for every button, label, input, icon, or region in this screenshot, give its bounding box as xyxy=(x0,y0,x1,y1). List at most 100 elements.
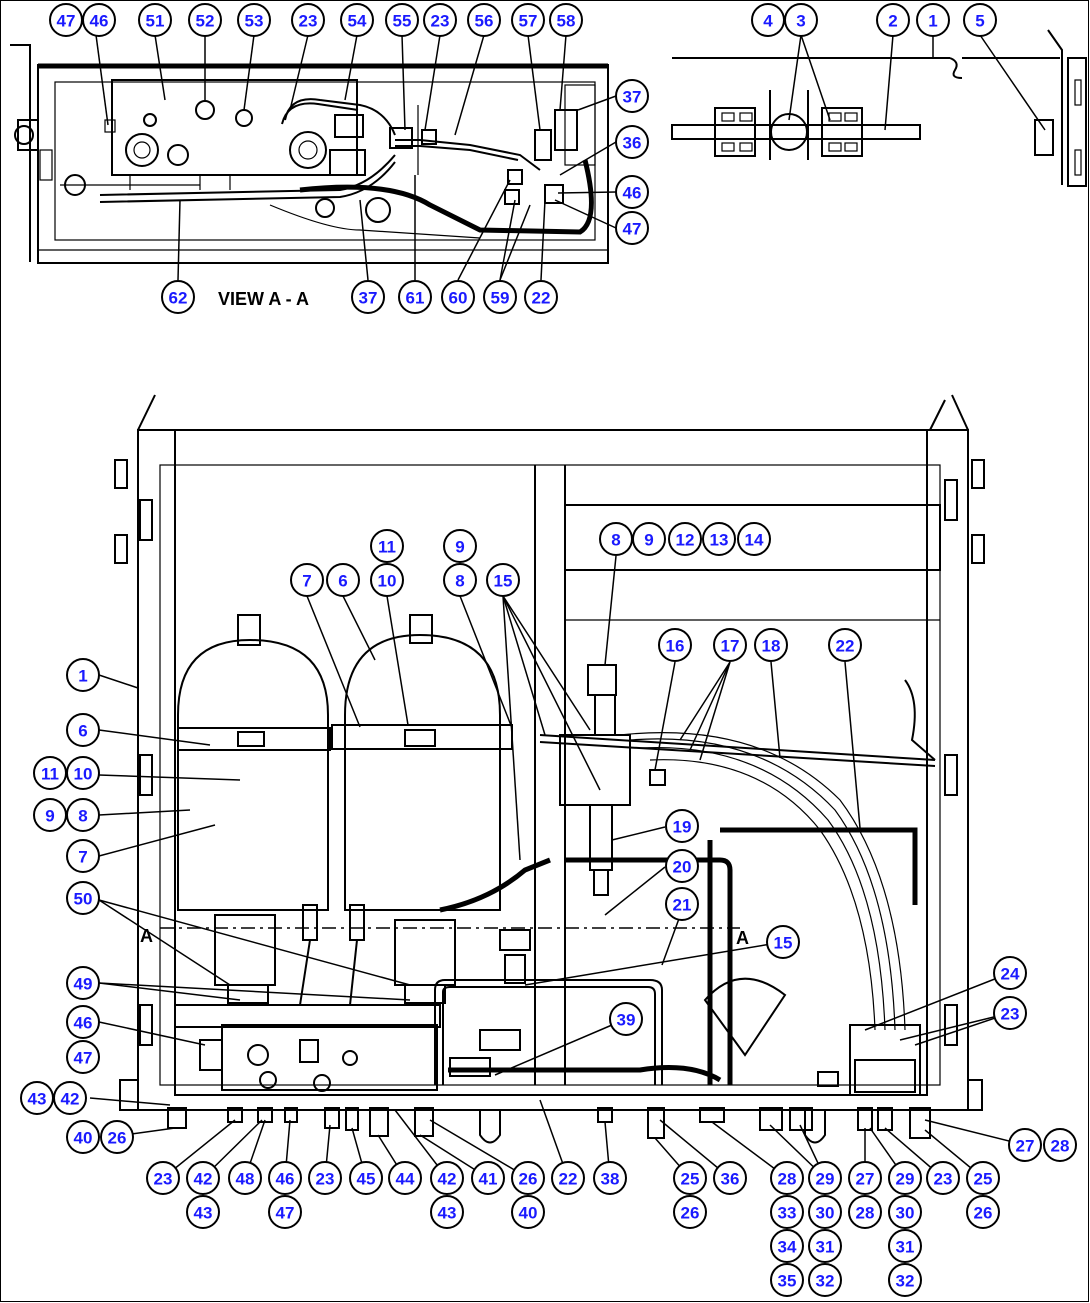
callout-49: 49 xyxy=(66,966,100,1000)
callout-number: 45 xyxy=(357,1170,376,1189)
callout-5: 5 xyxy=(963,3,997,37)
callout-number: 43 xyxy=(194,1204,213,1223)
callout-number: 15 xyxy=(774,934,793,953)
callout-60: 60 xyxy=(441,280,475,314)
callout-bubble xyxy=(82,3,116,37)
callout-44: 44 xyxy=(388,1161,422,1195)
callout-number: 26 xyxy=(974,1204,993,1223)
callout-bubble xyxy=(146,1161,180,1195)
callout-bubble xyxy=(593,1161,627,1195)
callout-bubble xyxy=(66,881,100,915)
callout-37: 37 xyxy=(351,280,385,314)
callout-bubble xyxy=(290,563,324,597)
callout-28: 28 xyxy=(770,1161,804,1195)
callout-9: 9 xyxy=(33,798,67,832)
callout-22: 22 xyxy=(524,280,558,314)
callout-number: 10 xyxy=(378,572,397,591)
callout-39: 39 xyxy=(609,1002,643,1036)
callout-number: 53 xyxy=(245,12,264,31)
callout-bubble xyxy=(808,1229,842,1263)
callout-number: 10 xyxy=(74,765,93,784)
callout-3: 3 xyxy=(784,3,818,37)
callout-number: 29 xyxy=(816,1170,835,1189)
callout-1: 1 xyxy=(66,658,100,692)
callout-number: 38 xyxy=(601,1170,620,1189)
callout-46: 46 xyxy=(615,175,649,209)
callout-26: 26 xyxy=(511,1161,545,1195)
callout-35: 35 xyxy=(770,1263,804,1297)
callout-57: 57 xyxy=(511,3,545,37)
callout-bubble xyxy=(673,1195,707,1229)
callout-number: 40 xyxy=(74,1129,93,1148)
callout-37: 37 xyxy=(615,79,649,113)
callout-bubble xyxy=(615,79,649,113)
callout-number: 60 xyxy=(449,289,468,308)
callout-number: 6 xyxy=(78,722,87,741)
callout-bubble xyxy=(615,125,649,159)
callout-number: 26 xyxy=(681,1204,700,1223)
callout-bubble xyxy=(713,628,747,662)
callout-47: 47 xyxy=(268,1195,302,1229)
callout-number: 33 xyxy=(778,1204,797,1223)
section-mark-right: A xyxy=(736,928,749,948)
callout-bubble xyxy=(511,3,545,37)
callout-bubble xyxy=(53,1081,87,1115)
callout-47: 47 xyxy=(66,1040,100,1074)
callout-47: 47 xyxy=(615,211,649,245)
callout-number: 42 xyxy=(194,1170,213,1189)
callout-number: 21 xyxy=(673,896,692,915)
callout-27: 27 xyxy=(848,1161,882,1195)
callout-number: 19 xyxy=(673,818,692,837)
callout-bubble xyxy=(66,966,100,1000)
callout-61: 61 xyxy=(398,280,432,314)
callout-number: 23 xyxy=(431,12,450,31)
callout-46: 46 xyxy=(268,1161,302,1195)
callout-25: 25 xyxy=(966,1161,1000,1195)
callout-14: 14 xyxy=(737,522,771,556)
callout-number: 56 xyxy=(475,12,494,31)
callout-15: 15 xyxy=(486,563,520,597)
callout-number: 23 xyxy=(299,12,318,31)
callout-number: 32 xyxy=(816,1272,835,1291)
callout-bubble xyxy=(702,522,736,556)
callout-number: 15 xyxy=(494,572,513,591)
callout-bubble xyxy=(66,756,100,790)
callout-32: 32 xyxy=(888,1263,922,1297)
callout-bubble xyxy=(615,175,649,209)
callout-bubble xyxy=(766,925,800,959)
callout-number: 46 xyxy=(623,184,642,203)
callout-bubble xyxy=(1008,1128,1042,1162)
callout-number: 24 xyxy=(1001,965,1020,984)
callout-21: 21 xyxy=(665,887,699,921)
callout-bubble xyxy=(609,1002,643,1036)
callout-number: 5 xyxy=(975,12,984,31)
callout-bubble xyxy=(673,1161,707,1195)
callout-bubble xyxy=(916,3,950,37)
callout-31: 31 xyxy=(888,1229,922,1263)
callout-bubble xyxy=(966,1161,1000,1195)
callout-number: 25 xyxy=(681,1170,700,1189)
callout-number: 47 xyxy=(57,12,76,31)
callout-9: 9 xyxy=(632,522,666,556)
callout-number: 48 xyxy=(236,1170,255,1189)
callout-number: 11 xyxy=(41,765,59,784)
callout-number: 59 xyxy=(491,289,510,308)
callout-45: 45 xyxy=(349,1161,383,1195)
callout-54: 54 xyxy=(340,3,374,37)
callout-23: 23 xyxy=(291,3,325,37)
callout-8: 8 xyxy=(599,522,633,556)
main-assembly-drawing xyxy=(114,394,985,1144)
callout-number: 34 xyxy=(778,1238,797,1257)
callout-number: 46 xyxy=(276,1170,295,1189)
callout-number: 23 xyxy=(1001,1005,1020,1024)
callout-4: 4 xyxy=(751,3,785,37)
callout-number: 30 xyxy=(816,1204,835,1223)
callout-47: 47 xyxy=(49,3,83,37)
callout-48: 48 xyxy=(228,1161,262,1195)
callout-number: 23 xyxy=(154,1170,173,1189)
callout-bubble xyxy=(888,1161,922,1195)
callout-50: 50 xyxy=(66,881,100,915)
callout-58: 58 xyxy=(549,3,583,37)
callout-number: 9 xyxy=(455,538,464,557)
